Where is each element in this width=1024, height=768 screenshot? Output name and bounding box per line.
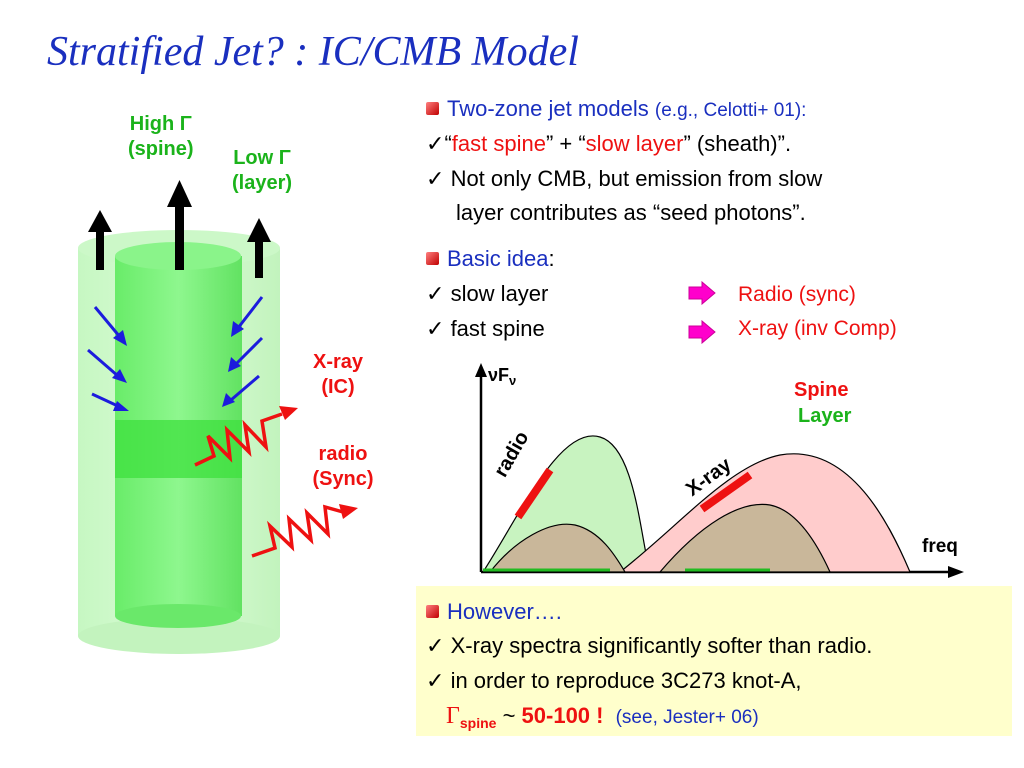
high-gamma-label: High Γ (spine) [128, 113, 194, 160]
jet-diagram [78, 180, 358, 654]
seed-photon-line-cont: layer contributes as “seed photons”. [456, 200, 806, 225]
x-axis-label: freq [922, 536, 958, 557]
spine-sync-curve [488, 523, 627, 573]
legend-spine: Spine [794, 379, 849, 401]
sed-diagram [475, 363, 964, 578]
legend-layer: Layer [798, 405, 852, 427]
radio-band-marker [514, 467, 554, 520]
reproduce-line: ✓ in order to reproduce 3C273 knot-A, [426, 668, 802, 693]
y-axis-label: νFν [488, 365, 517, 388]
bullet-square-icon [426, 252, 439, 265]
bullet-square-icon [426, 605, 439, 618]
basic-idea-heading: Basic idea: [426, 245, 555, 274]
check-icon: ✓ [426, 166, 445, 191]
outer-layer-bottom [78, 618, 280, 654]
radio-sync-label: radio (Sync) [312, 443, 374, 490]
check-icon: ✓ [426, 668, 445, 693]
x-axis-arrowhead [948, 566, 964, 578]
seed-photon-arrows [87, 296, 264, 411]
however-heading: However…. [426, 598, 562, 627]
check-icon: ✓ [426, 281, 445, 306]
y-axis-arrowhead [475, 363, 487, 377]
fast-spine-item: ✓ fast spine [426, 316, 545, 341]
flow-arrows [88, 180, 271, 278]
gamma-spine-line: Γspine ~ 50-100 ! (see, Jester+ 06) [446, 703, 759, 731]
check-icon: ✓ [426, 633, 445, 658]
low-gamma-label: Low Γ (layer) [232, 147, 293, 194]
however-box [416, 586, 1012, 736]
magenta-arrow-icon [688, 281, 716, 305]
layer-ic-curve [658, 503, 831, 573]
magenta-arrow-icon [688, 320, 716, 344]
xray-band-marker [699, 471, 753, 513]
softer-spectra-line: ✓ X-ray spectra significantly softer tha… [426, 633, 873, 658]
radio-sync-result: Radio (sync) [738, 283, 856, 306]
slow-layer-item: ✓ slow layer [426, 281, 549, 306]
xray-photon-zigzag [194, 406, 298, 467]
xray-ic-label: X-ray (IC) [312, 351, 364, 398]
page-title: Stratified Jet? : IC/CMB Model [47, 29, 579, 75]
spine-layer-line: ✓“fast spine” + “slow layer” (sheath)”. [426, 131, 792, 156]
seed-photon-line: ✓ Not only CMB, but emission from slow [426, 166, 823, 191]
inner-spine-bottom [115, 604, 241, 628]
bullet-square-icon [426, 102, 439, 115]
check-icon: ✓ [426, 131, 445, 156]
radio-photon-zigzag [251, 504, 358, 558]
check-icon: ✓ [426, 316, 445, 341]
xray-invcomp-result: X-ray (inv Comp) [738, 317, 897, 340]
two-zone-heading: Two-zone jet models (e.g., Celotti+ 01): [426, 95, 806, 124]
